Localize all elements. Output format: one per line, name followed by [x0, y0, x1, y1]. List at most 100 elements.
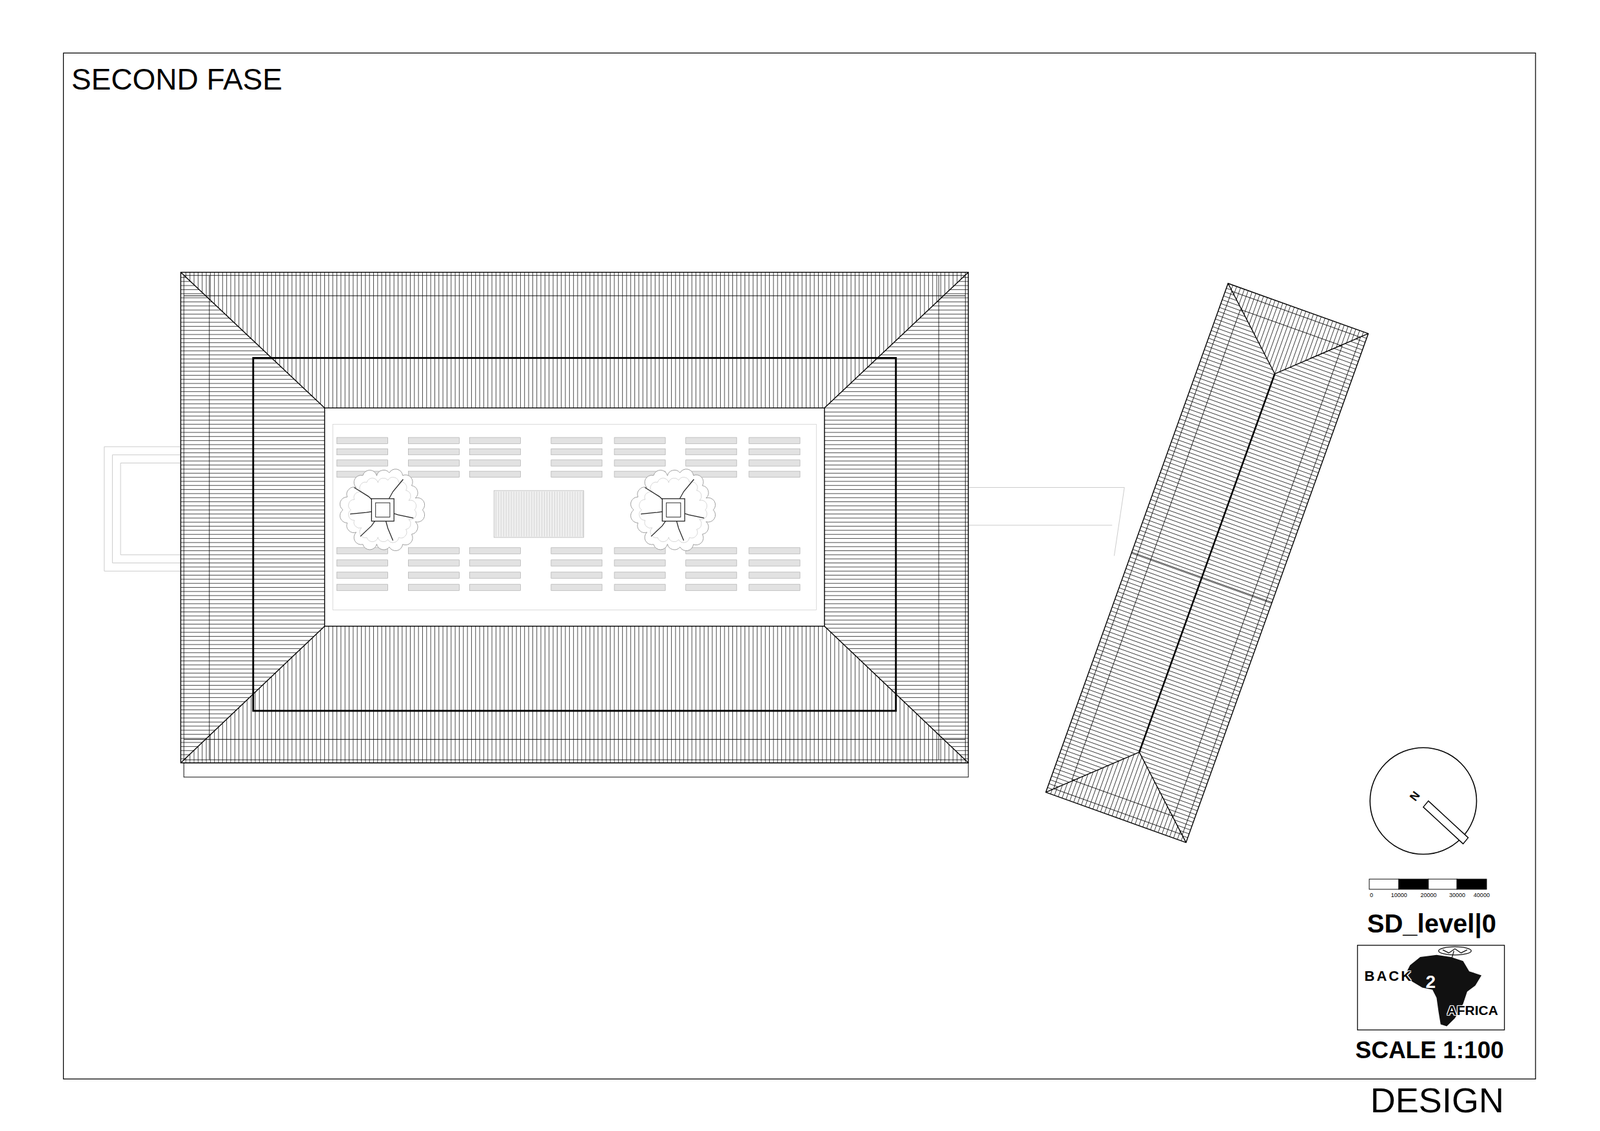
planting-bed [469, 584, 521, 591]
hatch-line [532, 272, 534, 409]
hatch-line [867, 626, 868, 764]
hatch-line [1077, 738, 1101, 804]
paving-line [538, 491, 540, 537]
hatch-line [308, 272, 309, 409]
hatch-line [824, 273, 969, 274]
hatch-line [671, 626, 672, 764]
hatch-line [654, 626, 656, 764]
paving-line [559, 491, 561, 537]
planting-bed [408, 437, 459, 444]
hatch-line [642, 626, 644, 764]
planting-bed [685, 572, 737, 579]
hatch-line [824, 350, 969, 352]
hatch-line [1328, 328, 1352, 394]
hatch-line [1278, 310, 1302, 376]
drawing-level-label: SD_level|0 [1367, 909, 1497, 938]
hatch-line [401, 272, 403, 409]
hatch-line [226, 626, 227, 764]
hatch-line [1301, 318, 1325, 384]
hatch-line [475, 272, 476, 409]
hatch-line [328, 626, 329, 764]
hatch-line [180, 322, 325, 323]
sheet-footer: DESIGN [1370, 1081, 1504, 1120]
hatch-line [638, 626, 639, 764]
hatch-line [801, 626, 803, 764]
hatch-line [1062, 732, 1086, 799]
hatch-line [320, 272, 322, 409]
hatch-line [679, 626, 681, 764]
second-roof [1045, 283, 1368, 844]
hatch-line [1108, 749, 1132, 815]
hatch-line [180, 334, 325, 336]
hatch-line [736, 272, 737, 409]
hatch-line [352, 272, 354, 409]
logo-word: AFRICA [1446, 1003, 1498, 1018]
hatch-line [565, 272, 566, 409]
hatch-line [1213, 286, 1237, 352]
hatch-line [413, 272, 415, 409]
hatch-line [824, 734, 969, 735]
planting-bed [469, 547, 521, 554]
hatch-line [315, 626, 317, 764]
hatch-line [1289, 313, 1314, 380]
hatch-line [1220, 289, 1245, 355]
scale-bar-number: 30000 [1449, 892, 1466, 900]
hatch-line [605, 626, 607, 764]
planting-bed [551, 448, 603, 455]
hatch-line [944, 626, 946, 764]
planting-bed [614, 572, 666, 579]
hatch-line [1173, 772, 1197, 839]
planting-bed [337, 584, 389, 591]
north-arrow-circle: N [1369, 747, 1478, 856]
hatch-line [180, 281, 325, 282]
hatch-line [397, 626, 399, 764]
hatch-line [936, 626, 938, 764]
hatch-line [756, 272, 758, 409]
hatch-line [409, 626, 411, 764]
hatch-line [1121, 801, 1192, 827]
hatch-line [740, 626, 742, 764]
hatch-line [1054, 730, 1078, 796]
roof-hatch [181, 626, 966, 764]
hatch-line [487, 626, 488, 764]
hatch-line [385, 272, 387, 409]
hatch-line [1293, 321, 1365, 347]
hatch-line [238, 626, 240, 764]
hatch-line [1135, 759, 1159, 825]
planting-bed [685, 584, 737, 591]
hatch-line [824, 317, 969, 319]
hatch-line [250, 626, 252, 764]
hatch-line [1248, 299, 1272, 365]
hatch-line [180, 342, 325, 343]
hatch-line [548, 626, 550, 764]
hatch-line [630, 272, 632, 409]
hatch-line [622, 272, 623, 409]
hatch-line [814, 272, 815, 409]
hatch-line [1128, 781, 1200, 808]
hatch-line [336, 626, 338, 764]
hatch-line [180, 718, 325, 719]
hatch-line [824, 310, 969, 311]
paving-line [575, 491, 576, 537]
hatch-line [180, 310, 325, 311]
tree-pit [375, 502, 391, 518]
hatch-line [691, 272, 693, 409]
hatch-line [389, 626, 391, 764]
hatch-line [772, 626, 774, 764]
paving-line [556, 491, 558, 537]
hatch-line [699, 272, 701, 409]
hatch-line [393, 272, 395, 409]
paving-line [513, 491, 515, 537]
hatch-line [777, 626, 779, 764]
planting-bed [551, 560, 603, 566]
hatch-line [520, 272, 521, 409]
hatch-line [426, 272, 427, 409]
hatch-line [357, 626, 358, 764]
hatch-line [711, 272, 713, 409]
paving-line [498, 491, 499, 537]
planting-bed [551, 572, 603, 579]
hatch-line [1205, 283, 1229, 349]
hatch-line [467, 626, 469, 764]
planting-bed [685, 448, 737, 455]
planting-bed [551, 437, 603, 444]
